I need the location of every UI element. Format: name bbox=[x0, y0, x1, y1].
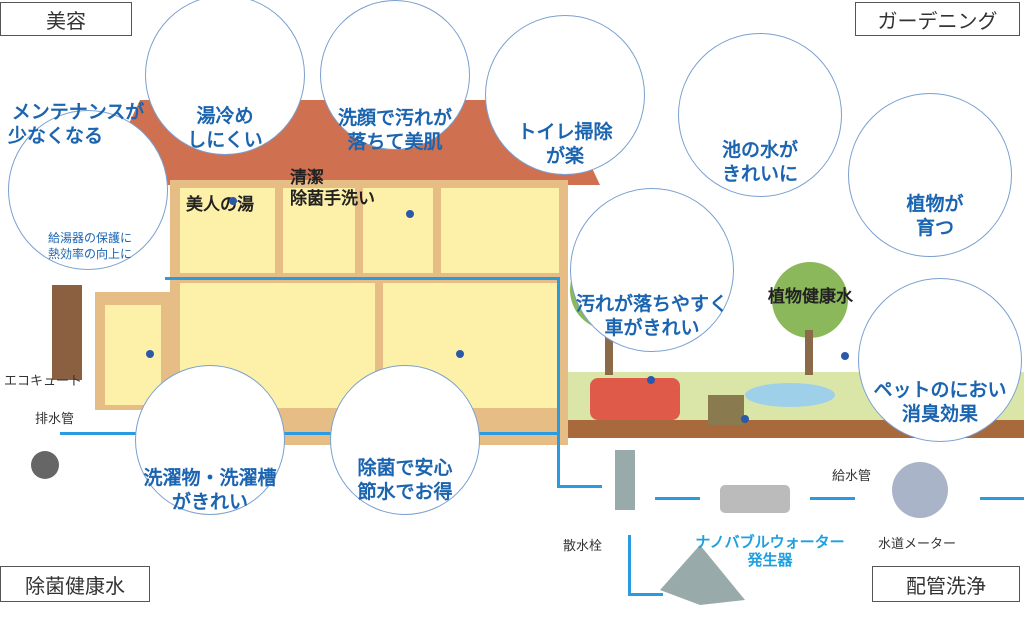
house-room bbox=[283, 188, 355, 273]
label-drain: 排水管 bbox=[35, 412, 75, 427]
bubble-kitchen-text: 除菌で安心節水でお得 bbox=[330, 456, 480, 504]
decoration: 洗顔で汚れが bbox=[337, 107, 452, 129]
category-gardening: ガーデニング bbox=[855, 2, 1020, 36]
decoration: が楽 bbox=[545, 145, 584, 167]
decoration: 除菌で安心 bbox=[357, 457, 453, 479]
category-beauty: 美容 bbox=[0, 2, 132, 36]
connector-dot bbox=[146, 350, 154, 358]
bubble-car-text: 汚れが落ちやすく車がきれい bbox=[560, 292, 744, 340]
decoration bbox=[605, 320, 613, 375]
decoration: がきれい bbox=[171, 491, 248, 513]
label-ecocute: エコキュート bbox=[4, 374, 83, 389]
label-beauty-bath: 美人の湯 bbox=[186, 195, 254, 215]
water-pipe bbox=[628, 535, 631, 595]
bubble-maintenance-sub: 給湯器の保護に熱効率の向上に bbox=[35, 230, 145, 262]
connector-dot bbox=[647, 376, 655, 384]
bubble-pond bbox=[678, 33, 842, 197]
decoration: 消臭効果 bbox=[901, 403, 978, 425]
drain-cap bbox=[31, 451, 59, 479]
bubble-laundry-text: 洗濯物・洗濯槽がきれい bbox=[135, 466, 285, 514]
decoration: 節水でお得 bbox=[357, 481, 453, 503]
house-room bbox=[441, 188, 559, 273]
decoration: 湯冷め bbox=[196, 105, 254, 127]
decoration: 除菌手洗い bbox=[290, 189, 375, 209]
generator-device bbox=[720, 485, 790, 513]
doghouse bbox=[708, 395, 744, 425]
bubble-pond-text: 池の水がきれいに bbox=[678, 138, 842, 186]
connector-dot bbox=[841, 352, 849, 360]
connector-dot bbox=[406, 210, 414, 218]
decoration: 少なくなる bbox=[8, 125, 104, 147]
decoration: 池の水が bbox=[721, 139, 798, 161]
sprinkler-pad bbox=[660, 545, 745, 605]
decoration: 洗濯物・洗濯槽 bbox=[143, 467, 277, 489]
faucet bbox=[615, 450, 635, 510]
water-pipe bbox=[628, 593, 663, 596]
car bbox=[590, 378, 680, 420]
bubble-maintenance bbox=[8, 110, 168, 270]
bubble-car bbox=[570, 188, 734, 352]
water-meter bbox=[892, 462, 948, 518]
bubble-laundry bbox=[135, 365, 285, 515]
decoration bbox=[772, 262, 848, 338]
label-handwash: 清潔除菌手洗い bbox=[290, 168, 375, 210]
house-room bbox=[180, 188, 275, 273]
pond bbox=[745, 383, 835, 407]
decoration bbox=[805, 330, 813, 375]
label-supply: 給水管 bbox=[832, 469, 872, 484]
decoration: ナノバブルウォーター bbox=[695, 533, 845, 551]
bubble-plants bbox=[848, 93, 1012, 257]
label-plant-water: 植物健康水 bbox=[768, 287, 853, 307]
decoration: トイレ掃除 bbox=[517, 121, 613, 143]
water-pipe bbox=[557, 277, 560, 487]
category-pipe-cleaning: 配管洗浄 bbox=[872, 566, 1020, 602]
connector-dot bbox=[741, 415, 749, 423]
decoration: 汚れが落ちやすく bbox=[575, 293, 728, 315]
decoration: 熱効率の向上に bbox=[47, 247, 132, 261]
decoration: 給湯器の保護に bbox=[47, 231, 132, 245]
label-meter: 水道メーター bbox=[878, 537, 957, 552]
decoration: メンテナンスが bbox=[11, 101, 145, 123]
house-room bbox=[363, 188, 433, 273]
bubble-kitchen bbox=[330, 365, 480, 515]
label-generator: ナノバブルウォーター発生器 bbox=[670, 533, 870, 569]
water-pipe bbox=[655, 497, 700, 500]
bubble-face bbox=[320, 0, 470, 150]
decoration: きれいに bbox=[721, 163, 798, 185]
decoration: ペットのにおい bbox=[873, 379, 1007, 401]
decoration: 植物が bbox=[906, 193, 964, 215]
decoration: 落ちて美肌 bbox=[347, 131, 443, 153]
bubble-pet bbox=[858, 278, 1022, 442]
bubble-toilet-text: トイレ掃除が楽 bbox=[485, 120, 645, 168]
ecocute-unit bbox=[52, 285, 82, 380]
label-faucet: 散水栓 bbox=[563, 539, 603, 554]
bubble-bath-text: 湯冷めしにくい bbox=[185, 104, 265, 152]
bubble-bath bbox=[145, 0, 305, 155]
decoration: 清潔 bbox=[290, 168, 324, 188]
water-pipe bbox=[810, 497, 855, 500]
decoration: 育つ bbox=[915, 217, 954, 239]
decoration: 発生器 bbox=[747, 551, 793, 569]
category-sterilized-water: 除菌健康水 bbox=[0, 566, 150, 602]
bubble-maintenance-text: メンテナンスが少なくなる bbox=[8, 100, 148, 148]
connector-dot bbox=[229, 197, 237, 205]
bubble-face-text: 洗顔で汚れが落ちて美肌 bbox=[320, 106, 470, 154]
decoration: しにくい bbox=[187, 129, 263, 151]
bubble-toilet bbox=[485, 15, 645, 175]
water-pipe bbox=[557, 485, 602, 488]
water-pipe bbox=[60, 432, 560, 435]
water-pipe bbox=[165, 277, 560, 280]
connector-dot bbox=[456, 350, 464, 358]
decoration: 車がきれい bbox=[604, 317, 700, 339]
bubble-pet-text: ペットのにおい消臭効果 bbox=[858, 378, 1022, 426]
water-pipe bbox=[980, 497, 1024, 500]
bubble-plants-text: 植物が育つ bbox=[880, 192, 990, 240]
